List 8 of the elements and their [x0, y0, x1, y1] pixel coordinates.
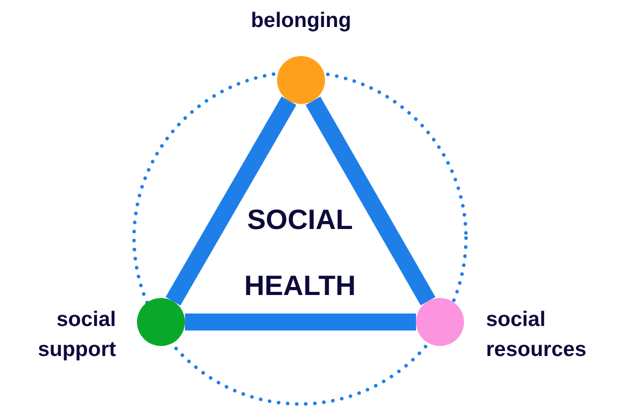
center-title: SOCIAL [246, 203, 354, 237]
connector-line [306, 96, 436, 306]
node-label: belonging [250, 8, 352, 34]
node-label: social support [36, 307, 116, 363]
node-label: social resources [486, 307, 588, 363]
center-title: HEALTH [243, 269, 357, 303]
connector-line [166, 96, 296, 306]
connector-line [185, 314, 416, 330]
